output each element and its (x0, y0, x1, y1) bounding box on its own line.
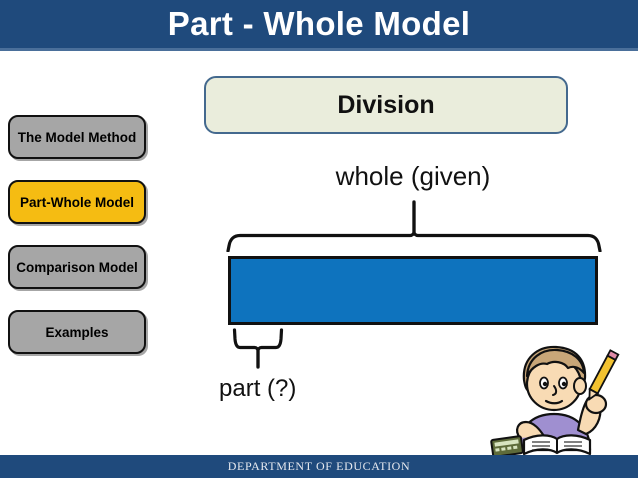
sidebar-item-label: Examples (45, 324, 109, 340)
section-header-label: Division (337, 90, 435, 119)
whole-label: whole (given) (335, 161, 491, 191)
whole-brace-icon (226, 200, 602, 252)
model-bar (228, 256, 598, 325)
sidebar-item-label: The Model Method (17, 129, 137, 145)
sidebar-item-examples[interactable]: Examples (8, 310, 146, 354)
sidebar-item-the-model-method[interactable]: The Model Method (8, 115, 146, 159)
title-bar (0, 0, 638, 48)
sidebar-item-comparison-model[interactable]: Comparison Model (8, 245, 146, 289)
section-header-box: Division (204, 76, 568, 134)
page-title: Part - Whole Model (167, 5, 471, 42)
sidebar-item-label: Comparison Model (16, 259, 138, 275)
footer-text: DEPARTMENT OF EDUCATION (227, 459, 411, 473)
boy-studying-illustration-icon (490, 345, 620, 456)
sidebar-item-part-whole-model[interactable]: Part-Whole Model (8, 180, 146, 224)
title-bar-underline (0, 48, 638, 51)
footer-bar (0, 455, 638, 478)
part-brace-icon (232, 328, 284, 369)
sidebar-item-label: Part-Whole Model (20, 194, 134, 210)
part-label: part (?) (219, 375, 297, 402)
